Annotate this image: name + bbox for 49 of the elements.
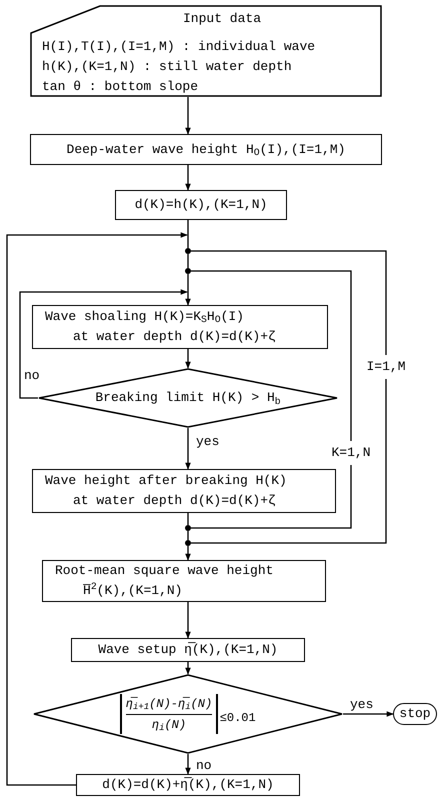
node-text: Root-mean square wave height	[55, 562, 274, 580]
arrow	[185, 428, 191, 470]
arrow	[19, 289, 188, 399]
process-box	[32, 469, 336, 513]
node-text: at water depth d(K)=d(K)+ζ	[72, 328, 277, 346]
connector-line	[191, 270, 352, 529]
arrow	[185, 274, 191, 306]
node-text: tan θ : bottom slope	[42, 78, 200, 96]
arrow	[6, 232, 188, 786]
manual-input-shape	[30, 5, 382, 97]
process-box	[71, 638, 305, 662]
arrow	[185, 602, 191, 639]
process-box	[115, 190, 287, 220]
node-text: H(I),T(I),(I=1,M) : individual wave	[42, 38, 316, 56]
node-text: stop	[399, 706, 431, 722]
node-text: η$_{i}$(N)	[152, 716, 186, 732]
edge-label: K=1,N	[332, 441, 370, 465]
node-text: ≤0.01	[220, 710, 256, 727]
node-text: Breaking limit H(K) > H$_{b}$	[95, 389, 281, 408]
connector-line	[187, 513, 189, 525]
arrow	[185, 97, 191, 135]
process-box	[76, 774, 300, 796]
node-text: η̅$_{i+1}$(N)-η̅$_{i}$(N)	[126, 696, 212, 712]
decision-diamond	[38, 368, 338, 428]
process-box	[42, 560, 326, 602]
arrow	[185, 662, 191, 675]
node-text: Wave shoaling H(K)=K$_{S}$H$_{O}$(I)	[45, 308, 245, 327]
connector-line	[187, 254, 189, 268]
process-box	[32, 305, 328, 349]
node-text: d(K)=d(K)+η̅(K),(K=1,N)	[102, 776, 274, 794]
arrow	[343, 711, 394, 717]
connector-line	[187, 220, 189, 248]
node-text: d(K)=h(K),(K=1,N)	[134, 196, 268, 214]
node-text: at water depth d(K)=d(K)+ζ	[72, 492, 277, 510]
connector-line	[191, 250, 387, 544]
node-text: H̅$^{2}$(K),(K=1,N)	[82, 581, 184, 600]
decision-diamond	[33, 674, 343, 754]
node-text: Deep-water wave height H$_{O}$(I),(I=1,M)	[66, 140, 346, 160]
node-text: Input data	[182, 10, 261, 28]
edge-label: I=1,M	[366, 355, 406, 379]
node-text: h(K),(K=1,N) : still water depth	[42, 58, 293, 76]
terminal-pill	[393, 703, 437, 725]
arrow	[185, 349, 191, 369]
arrow	[185, 546, 191, 561]
node-text: Wave setup η̅(K),(K=1,N)	[98, 641, 278, 659]
arrow	[185, 754, 191, 775]
process-box	[30, 134, 382, 165]
arrow	[185, 165, 191, 191]
node-text: Wave height after breaking H(K)	[45, 472, 288, 490]
